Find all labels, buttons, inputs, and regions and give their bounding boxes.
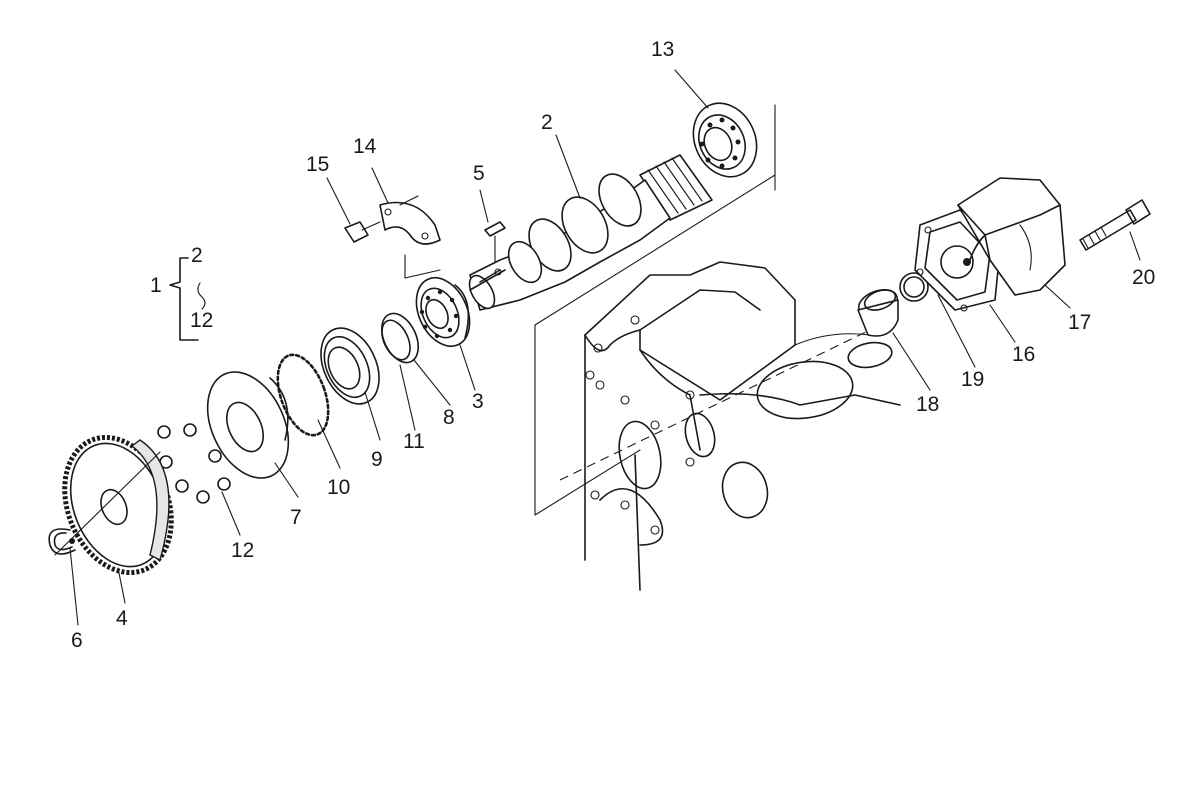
bearing-front: [415, 277, 471, 347]
callout-18: 18: [916, 393, 939, 416]
leader-lines: [69, 69, 1141, 626]
callout-14: 14: [353, 135, 377, 158]
camshaft: [468, 154, 713, 311]
callout-bracket-bottom-12: 12: [190, 309, 213, 332]
thrust-plate: [206, 371, 290, 479]
callout-5: 5: [473, 162, 485, 185]
callout-11: 11: [403, 430, 425, 453]
oil-seal: [320, 327, 380, 405]
bracket-bolt: [344, 221, 381, 243]
assembly-bracket: [169, 257, 206, 341]
callout-4: 4: [116, 607, 128, 630]
ball-cage: [276, 353, 330, 437]
callout-12: 12: [231, 539, 254, 562]
snap-ring: [381, 312, 419, 364]
pump-housing: [957, 177, 1066, 296]
bearing-rear: [692, 102, 758, 178]
long-bolt: [1079, 199, 1151, 251]
callout-bracket-top-2: 2: [191, 244, 203, 267]
bushing: [857, 289, 899, 337]
housing-outline: [534, 104, 901, 591]
o-ring: [899, 272, 929, 302]
woodruff-key: [484, 221, 506, 263]
callout-16: 16: [1012, 343, 1035, 366]
circlip: [48, 528, 76, 555]
callout-7: 7: [290, 506, 302, 529]
callout-2: 2: [541, 111, 553, 134]
callout-10: 10: [327, 476, 350, 499]
callouts: 13 2 14 15 5 2 1 12 3 8 11 9 10 7 12 4 6…: [71, 38, 1155, 652]
callout-1: 1: [150, 274, 162, 297]
callout-9: 9: [371, 448, 383, 471]
callout-6: 6: [71, 629, 83, 652]
callout-13: 13: [651, 38, 674, 61]
callout-19: 19: [961, 368, 984, 391]
callout-8: 8: [443, 406, 455, 429]
callout-17: 17: [1068, 311, 1091, 334]
camshaft-gear: [54, 434, 174, 576]
callout-20: 20: [1132, 266, 1155, 289]
callout-3: 3: [472, 390, 484, 413]
thrust-bracket: [379, 195, 441, 279]
callout-15: 15: [306, 153, 329, 176]
steel-balls: [157, 423, 231, 504]
